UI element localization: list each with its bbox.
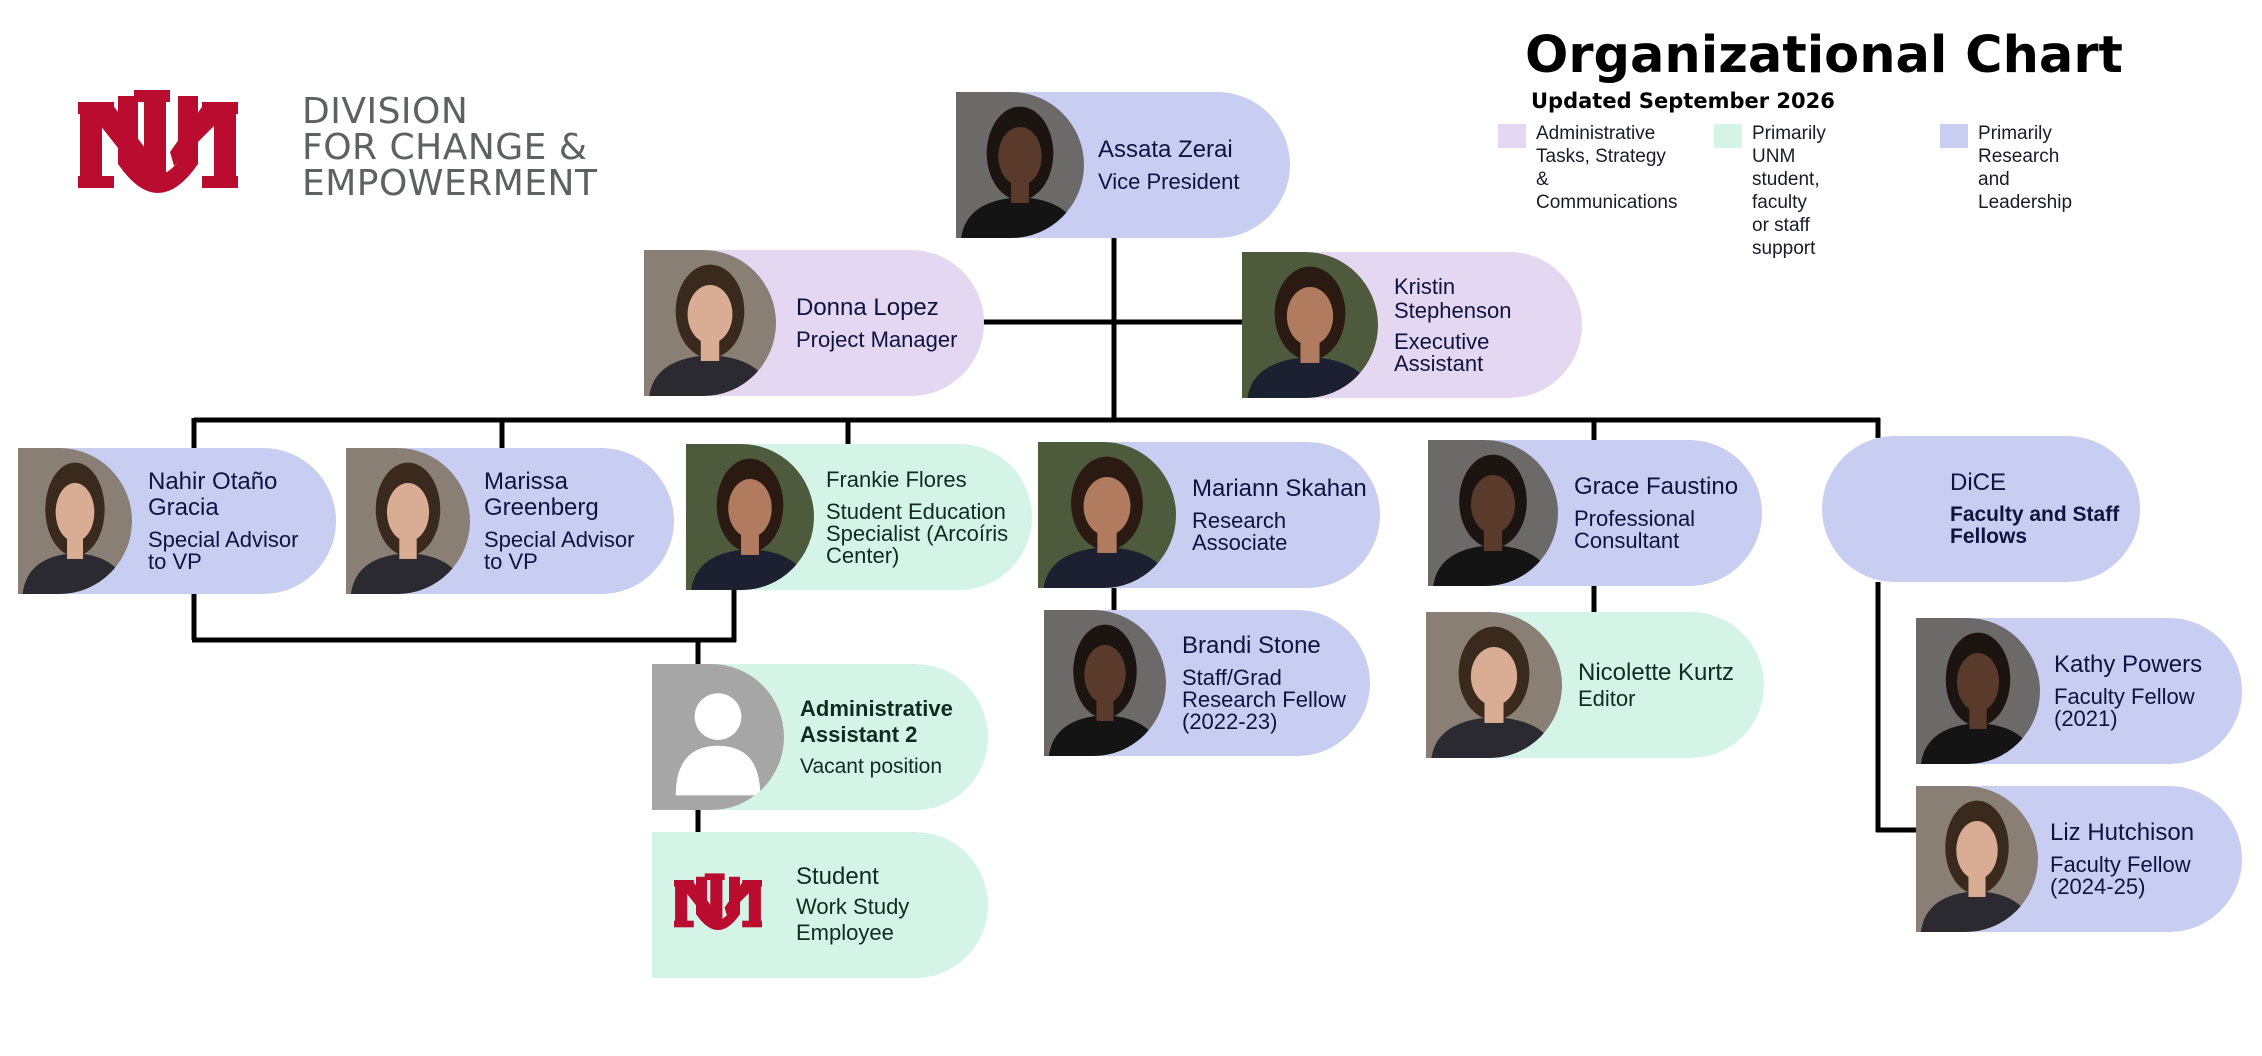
position-name: Student — [796, 863, 879, 890]
person-card-nahir-otano-gracia: Nahir Otaño Gracia Special Advisor to VP — [18, 448, 336, 594]
person-card-kristin-stephenson: Kristin Stephenson Executive Assistant — [1242, 252, 1582, 398]
person-name: Kathy Powers — [2054, 651, 2203, 678]
division-line-2: FOR CHANGE & — [302, 127, 588, 168]
page-subtitle: Updated September 2026 — [1531, 89, 1835, 113]
person-name: Nicolette Kurtz — [1578, 659, 1735, 686]
portrait-photo — [1426, 612, 1562, 758]
unm-logo-mark — [78, 90, 238, 193]
person-card-nicolette-kurtz: Nicolette Kurtz Editor — [1426, 612, 1764, 758]
person-role: Staff/Grad Research Fellow (2022-23) — [1182, 665, 1346, 734]
person-card-donna-lopez: Donna Lopez Project Manager — [644, 250, 984, 396]
person-role: Faculty Fellow (2024-25) — [2050, 852, 2191, 899]
portrait-photo — [1916, 618, 2040, 764]
person-name: Marissa Greenberg — [484, 468, 599, 521]
person-role: Vice President — [1098, 169, 1240, 194]
person-role: Special Advisor to VP — [148, 527, 299, 574]
person-role: Special Advisor to VP — [484, 527, 635, 574]
legend-label: Administrative Tasks, Strategy & Communi… — [1536, 123, 1678, 213]
person-card-kathy-powers: Kathy Powers Faculty Fellow (2021) — [1916, 618, 2242, 764]
group-name: DiCE — [1950, 469, 2007, 496]
position-card-administrative-assistant-2: Administrative Assistant 2 Vacant positi… — [652, 664, 988, 810]
unm-logo: DIVISION FOR CHANGE & EMPOWERMENT — [78, 82, 638, 222]
position-name: Administrative Assistant 2 — [800, 696, 953, 747]
person-role: Research Associate — [1192, 508, 1288, 555]
legend-label: Primarily Research and Leadership — [1978, 123, 2073, 213]
group-card-dice: DiCE Faculty and Staff Fellows — [1822, 436, 2140, 582]
division-line-1: DIVISION — [302, 91, 469, 132]
person-name: Mariann Skahan — [1192, 475, 1367, 502]
portrait-photo — [644, 250, 776, 396]
position-card-student-work-study: Student Work Study Employee — [652, 832, 988, 978]
legend-swatch — [1940, 124, 1968, 148]
person-card-mariann-skahan: Mariann Skahan Research Associate — [1038, 442, 1380, 588]
person-name: Liz Hutchison — [2050, 819, 2195, 846]
position-status: Vacant position — [800, 755, 943, 778]
person-name: Assata Zerai — [1098, 136, 1233, 163]
person-role: Professional Consultant — [1574, 506, 1696, 553]
placeholder-avatar-icon — [652, 664, 784, 810]
group-role: Faculty and Staff Fellows — [1950, 503, 2120, 548]
person-role: Executive Assistant — [1394, 329, 1490, 376]
legend-swatch — [1498, 124, 1526, 148]
legend-swatch — [1714, 124, 1742, 148]
person-role: Student Education Specialist (Arcoíris C… — [826, 499, 1009, 568]
portrait-photo — [18, 448, 132, 594]
person-role: Project Manager — [796, 327, 958, 352]
person-name: Kristin Stephenson — [1394, 274, 1512, 323]
person-card-liz-hutchison: Liz Hutchison Faculty Fellow (2024-25) — [1916, 786, 2242, 932]
person-card-marissa-greenberg: Marissa Greenberg Special Advisor to VP — [346, 448, 674, 594]
person-name: Nahir Otaño Gracia — [148, 468, 278, 521]
person-name: Grace Faustino — [1574, 473, 1739, 500]
person-card-grace-faustino: Grace Faustino Professional Consultant — [1428, 440, 1762, 586]
portrait-photo — [1428, 440, 1558, 586]
page-title: Organizational Chart — [1525, 26, 2123, 85]
person-card-frankie-flores: Frankie Flores Student Education Special… — [686, 444, 1032, 590]
person-name: Donna Lopez — [796, 294, 939, 321]
portrait-photo — [1044, 610, 1166, 756]
person-name: Frankie Flores — [826, 467, 967, 492]
portrait-photo — [1916, 786, 2038, 932]
legend-label: Primarily UNM student, faculty or staff … — [1752, 123, 1826, 259]
person-role: Faculty Fellow (2021) — [2054, 684, 2195, 731]
portrait-photo — [956, 92, 1084, 238]
person-role: Editor — [1578, 686, 1636, 711]
portrait-photo — [686, 444, 814, 590]
title-block: Organizational Chart Updated September 2… — [1525, 26, 2225, 113]
position-role: Work Study Employee — [796, 894, 910, 945]
person-name: Brandi Stone — [1182, 632, 1321, 659]
portrait-photo — [1038, 442, 1176, 588]
unm-logo-icon — [652, 832, 784, 978]
portrait-photo — [346, 448, 470, 594]
person-card-assata-zerai: Assata Zerai Vice President — [956, 92, 1290, 238]
portrait-photo — [1242, 252, 1378, 398]
person-card-brandi-stone: Brandi Stone Staff/Grad Research Fellow … — [1044, 610, 1370, 756]
division-name: DIVISION FOR CHANGE & EMPOWERMENT — [302, 94, 597, 202]
division-line-3: EMPOWERMENT — [302, 163, 598, 204]
